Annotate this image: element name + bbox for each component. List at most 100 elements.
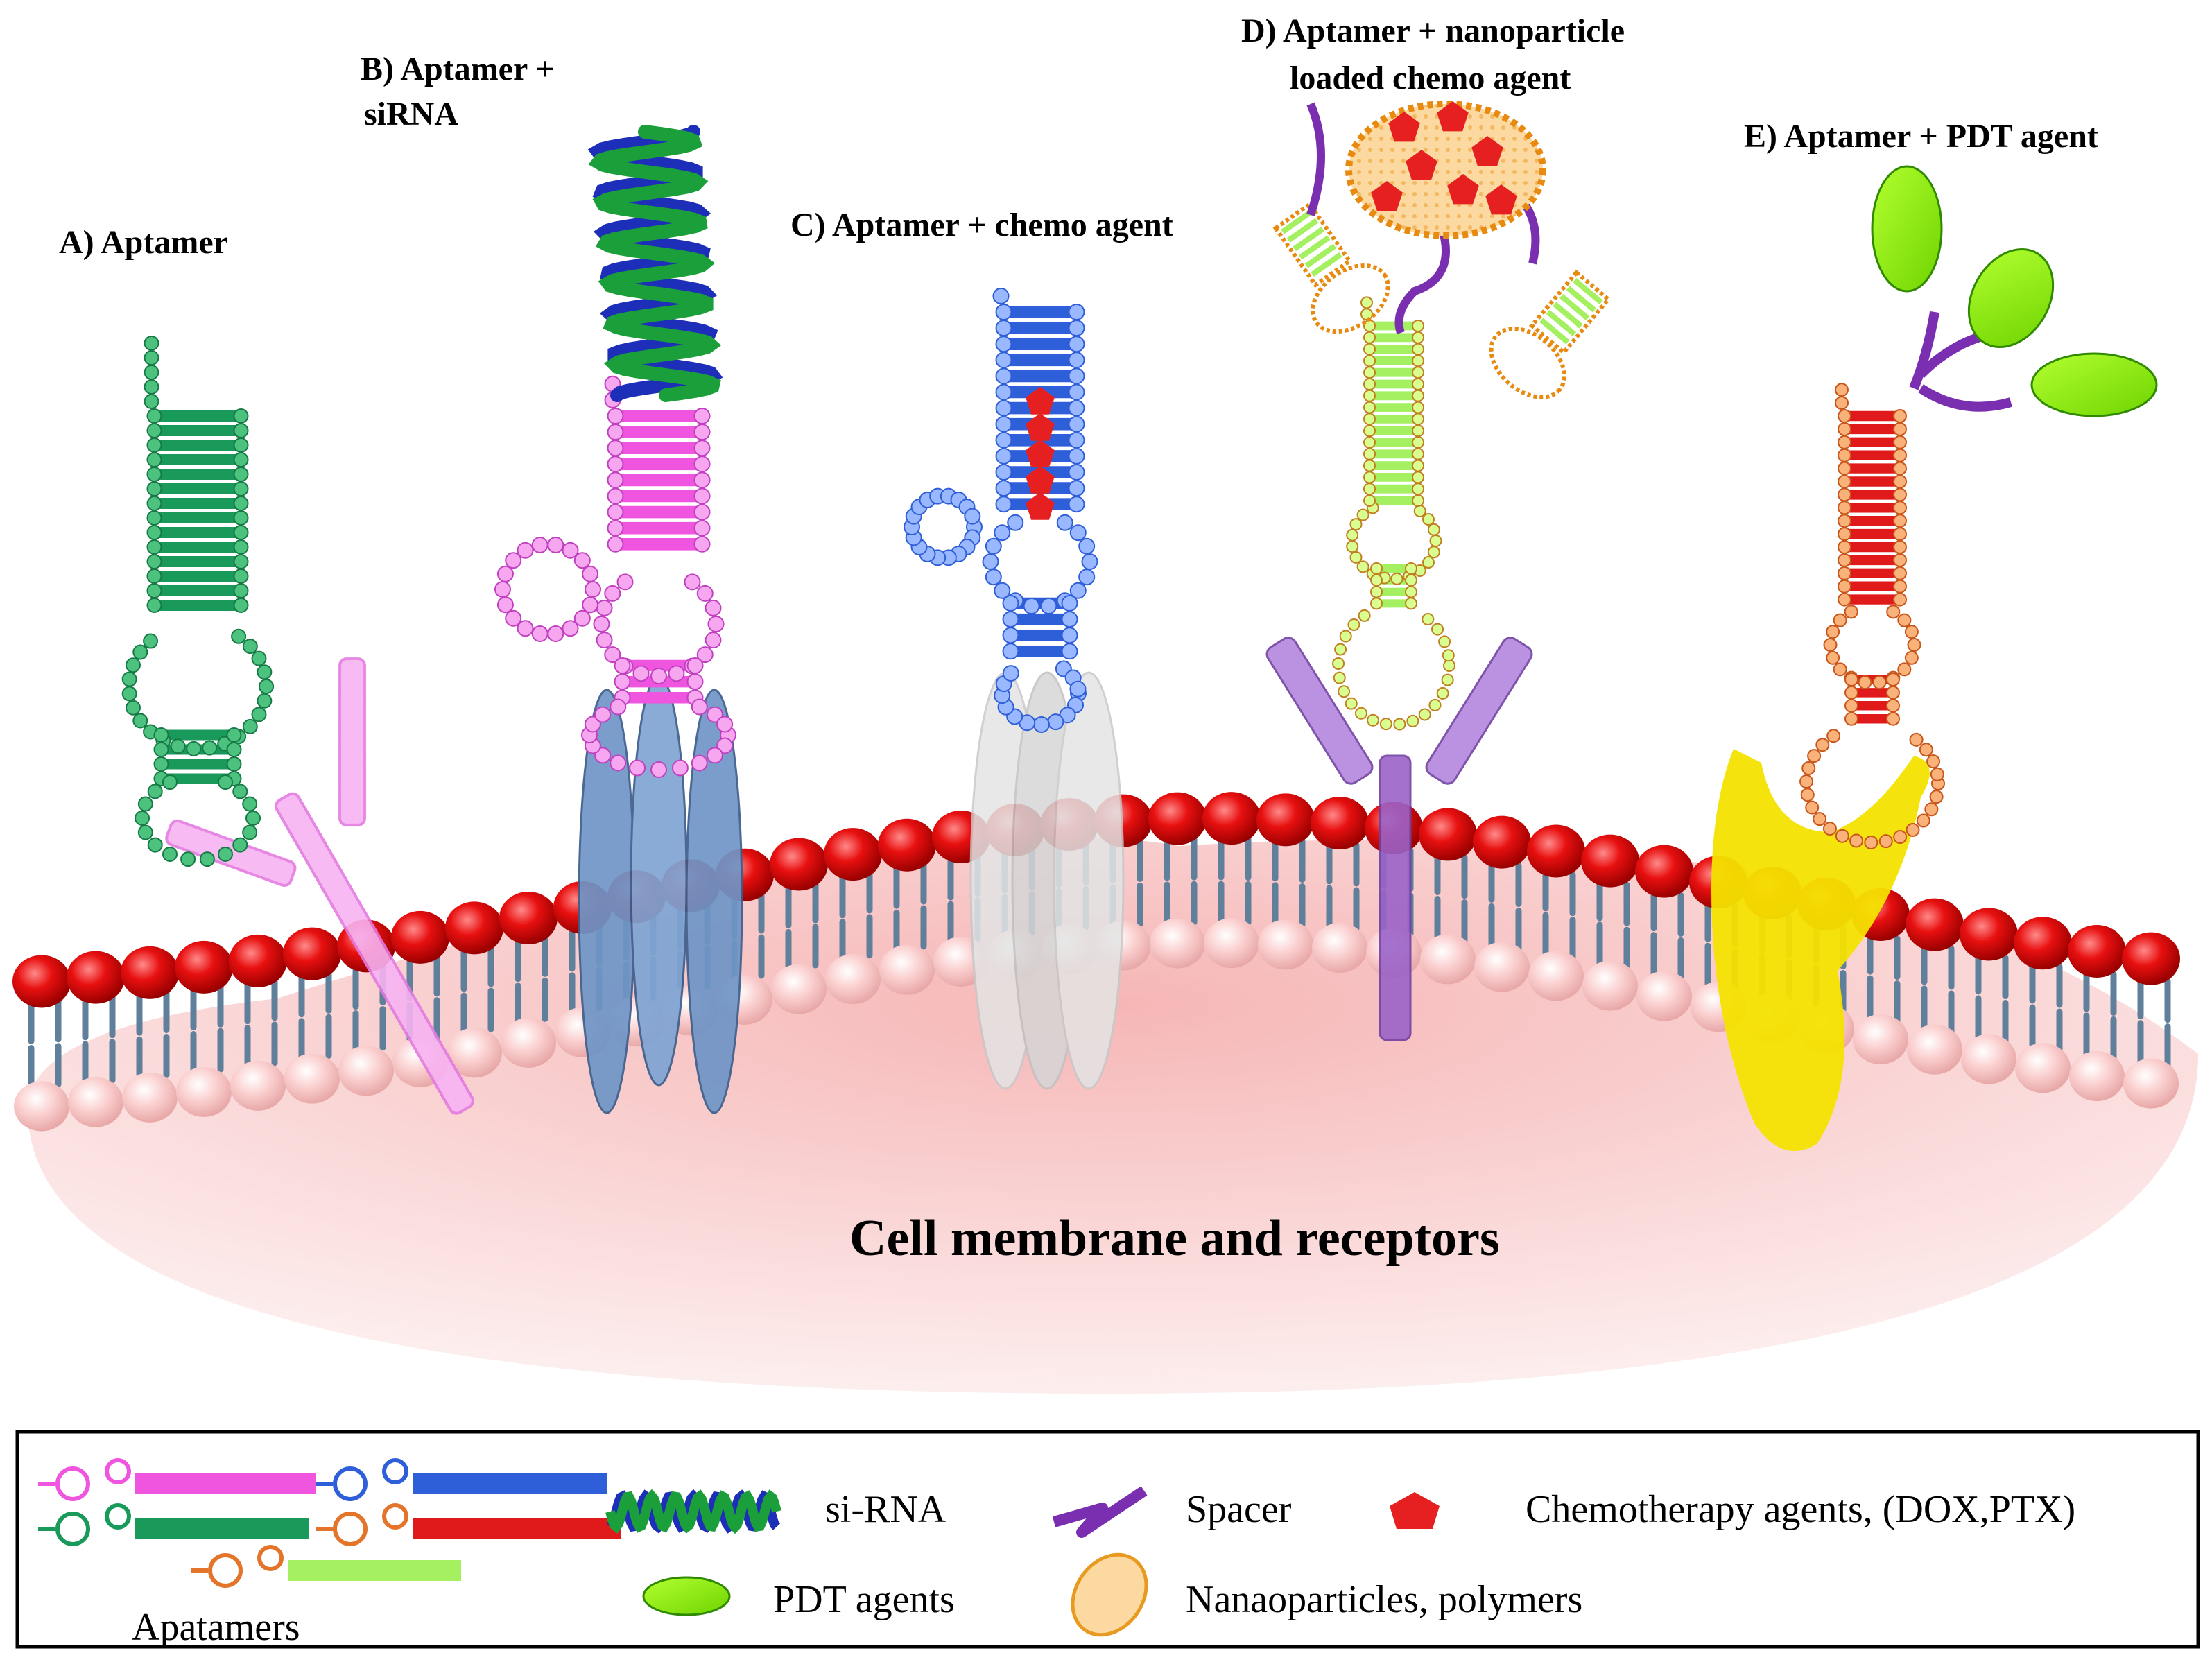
aptamer-outline (1528, 269, 1612, 356)
aptamer-bead (1427, 523, 1440, 536)
aptamer-bead (1345, 697, 1358, 710)
aptamer-bead (257, 664, 273, 680)
aptamer-bead (995, 431, 1012, 449)
aptamer-bead (1427, 546, 1440, 559)
aptamer-bead (233, 423, 249, 438)
lipid-head-outer (878, 818, 936, 872)
aptamer-bead (1422, 555, 1435, 569)
aptamer-bead (629, 759, 646, 777)
aptamer-bead (995, 320, 1012, 337)
receptor-c-grey (969, 671, 1125, 1090)
lipid-head-outer (67, 951, 125, 1004)
aptamer-bead (233, 452, 249, 467)
aptamer-bead (693, 408, 711, 424)
aptamer-bead (1441, 673, 1454, 686)
aptamer-bead (1078, 537, 1096, 555)
aptamer-outline (1311, 263, 1390, 334)
legend-aptamer-lime (191, 1545, 461, 1588)
aptamer-bead (146, 583, 162, 598)
aptamer-bead (1833, 662, 1847, 677)
aptamer-bead (245, 811, 261, 826)
aptamer-bead (146, 598, 162, 613)
aptamer-bead (144, 379, 159, 395)
sirna-strand-green (588, 125, 722, 402)
aptamer-bead (1844, 605, 1858, 619)
lipid-head-inner (1150, 918, 1205, 969)
aptamer-bead (1078, 569, 1096, 586)
aptamer-base-pair (1311, 252, 1342, 277)
aptamer-bead (505, 609, 522, 627)
aptamer-bead (1068, 496, 1085, 513)
legend-swatch-stem (413, 1473, 607, 1494)
aptamer-bead (1907, 638, 1921, 652)
panel-b-title-line1: B) Aptamer + (361, 51, 555, 87)
lipid-head-inner (1420, 934, 1476, 985)
aptamer-bead (693, 503, 711, 521)
aptamer-bead (146, 539, 162, 555)
aptamer-bead (594, 706, 612, 723)
aptamer-bead (121, 671, 137, 687)
aptamer-bead (1893, 830, 1908, 845)
aptamer-bead (1838, 501, 1851, 515)
aptamer-d (1346, 296, 1442, 610)
lipid-head-outer (229, 934, 287, 987)
aptamer-bead (671, 759, 689, 777)
aptamer-bead (607, 424, 624, 441)
aptamer-bead (1412, 389, 1424, 402)
aptamer-bead (1002, 627, 1019, 644)
aptamer-a-tail-loop (135, 774, 261, 867)
aptamer-bead (1068, 352, 1085, 369)
aptamer-bead (1068, 304, 1085, 320)
aptamer-bead (1068, 367, 1085, 385)
aptamer-bead (153, 742, 169, 757)
aptamer-bead (144, 350, 159, 365)
aptamer-bead (1068, 447, 1085, 465)
aptamer-bead (1007, 514, 1024, 531)
aptamer-bead (1405, 562, 1417, 575)
aptamer-bead (147, 784, 163, 799)
aptamer-bead (1363, 401, 1376, 414)
aptamer-bead (146, 510, 162, 526)
aptamer-bead (153, 727, 169, 743)
aptamer-bead (1893, 435, 1907, 449)
aptamer-bead (1370, 585, 1383, 598)
legend-aptamer-pink (38, 1458, 316, 1501)
aptamer-bead (1844, 711, 1858, 726)
aptamer-bead (226, 742, 242, 757)
aptamer-bead (693, 519, 711, 537)
aptamer-bead (585, 581, 601, 598)
aptamer-bead (1068, 399, 1085, 417)
aptamer-bead (233, 438, 249, 453)
aptamer-bead (1406, 714, 1419, 727)
aptamer-bead (1068, 336, 1085, 353)
lipid-head-inner (14, 1081, 69, 1132)
chemo-agent (1026, 466, 1055, 494)
aptamer-bead (233, 467, 249, 482)
aptamer-bead (1878, 834, 1893, 849)
aptamer-bead (1405, 597, 1417, 610)
legend-sirna-label: si-RNA (825, 1488, 947, 1531)
aptamer-bead (716, 716, 734, 733)
aptamer-bead (257, 693, 273, 709)
aptamer-base-pair (1293, 226, 1324, 252)
aptamer-bead (1412, 331, 1424, 344)
aptamer-bead (1068, 480, 1085, 497)
aptamer-bead (693, 535, 711, 553)
aptamer-bead (593, 616, 610, 632)
panel-d-title-line1: D) Aptamer + nanoparticle (1241, 12, 1625, 49)
aptamer-bead (1436, 686, 1449, 700)
aptamer-bead (137, 796, 153, 812)
aptamer-bead (1363, 366, 1376, 379)
aptamer-bead (1412, 413, 1424, 426)
aptamer-bead (1916, 813, 1930, 828)
aptamer-bead (496, 596, 514, 614)
aptamer-bead (1838, 553, 1851, 567)
aptamer-bead (995, 399, 1012, 417)
aptamer-bead (1002, 611, 1019, 628)
aptamer-bead (964, 508, 981, 525)
aptamer-bead (693, 487, 711, 505)
lipid-head-outer (1527, 824, 1585, 878)
aptamer-bead (1909, 732, 1924, 747)
legend-pdt-label: PDT agents (773, 1578, 955, 1621)
aptamer-bead (531, 536, 548, 553)
